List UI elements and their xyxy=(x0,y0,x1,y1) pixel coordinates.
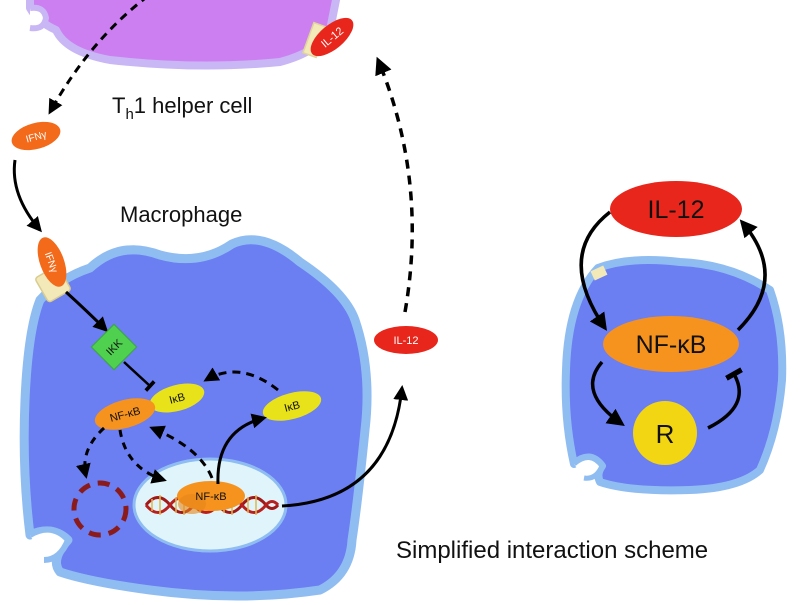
arrow-degradation xyxy=(75,426,106,479)
scheme-nfkb-label: NF-κB xyxy=(636,331,707,359)
scheme-il12-label: IL-12 xyxy=(648,196,705,224)
il12-free: IL-12 xyxy=(374,326,438,354)
arrow-il12-to-th1 xyxy=(375,56,414,313)
arrow-nfkb-export xyxy=(149,425,214,479)
ikb-free: IκB xyxy=(262,391,322,421)
arrow-ikb-rebind xyxy=(203,367,279,392)
scheme-receptor xyxy=(590,265,608,281)
arrow-receptor-to-ikk xyxy=(64,290,109,333)
scheme-arrow-nfkb-to-il12 xyxy=(736,219,767,332)
ifng-bound: IFNγ xyxy=(37,237,67,287)
arrow-ikb-transcription xyxy=(216,413,267,485)
ikb-free-label: IκB xyxy=(283,399,301,415)
simplified-caption: Simplified interaction scheme xyxy=(396,537,708,564)
inhibition-ikk-to-ikb xyxy=(123,361,156,392)
arrow-th1-to-ifng xyxy=(48,0,146,115)
th1-cell-label: Th1 helper cell xyxy=(112,93,252,123)
macrophage-label: Macrophage xyxy=(120,202,242,227)
ikb-bound-label: IκB xyxy=(168,391,186,407)
degraded-ikb xyxy=(71,480,129,538)
scheme-cell-notch xyxy=(572,455,605,481)
ikk-node: IKK xyxy=(90,323,138,371)
scheme-nfkb-node: NF-κB xyxy=(603,316,739,372)
macrophage-cell: IFNγ IKK IκB NF-κB IκB xyxy=(19,235,409,601)
th1-cell-body xyxy=(26,0,341,70)
arrow-ifng-to-macrophage xyxy=(12,159,42,233)
arrow-il12-transcription xyxy=(281,385,409,508)
th1-helper-cell: IL-12 Th1 helper cell xyxy=(26,0,354,123)
scheme-il12-node: IL-12 xyxy=(610,181,742,237)
macrophage-notch xyxy=(28,526,72,563)
nfkb-nucleus: NF-κB xyxy=(177,481,245,514)
th1-cell-notch xyxy=(29,4,50,32)
simplified-scheme: IL-12 NF-κB R xyxy=(561,181,787,495)
nfkb-nucleus-label: NF-κB xyxy=(195,491,226,503)
ikb-bound: IκB xyxy=(149,383,205,413)
scheme-arrow-nfkb-to-r xyxy=(590,360,625,426)
il12-free-label: IL-12 xyxy=(393,335,418,347)
scheme-cell-body xyxy=(561,256,787,495)
scheme-r-node: R xyxy=(633,401,697,465)
scheme-inhibition-r-to-nfkb xyxy=(707,367,743,430)
ifng-free-label: IFNγ xyxy=(25,129,48,145)
scheme-r-label: R xyxy=(656,419,675,449)
scheme-arrow-il12-to-nfkb xyxy=(579,210,612,331)
arrow-nfkb-to-nucleus xyxy=(118,429,167,484)
ifng-free: IFNγ xyxy=(11,121,61,151)
nfkb-cytoplasm: NF-κB xyxy=(94,398,156,430)
